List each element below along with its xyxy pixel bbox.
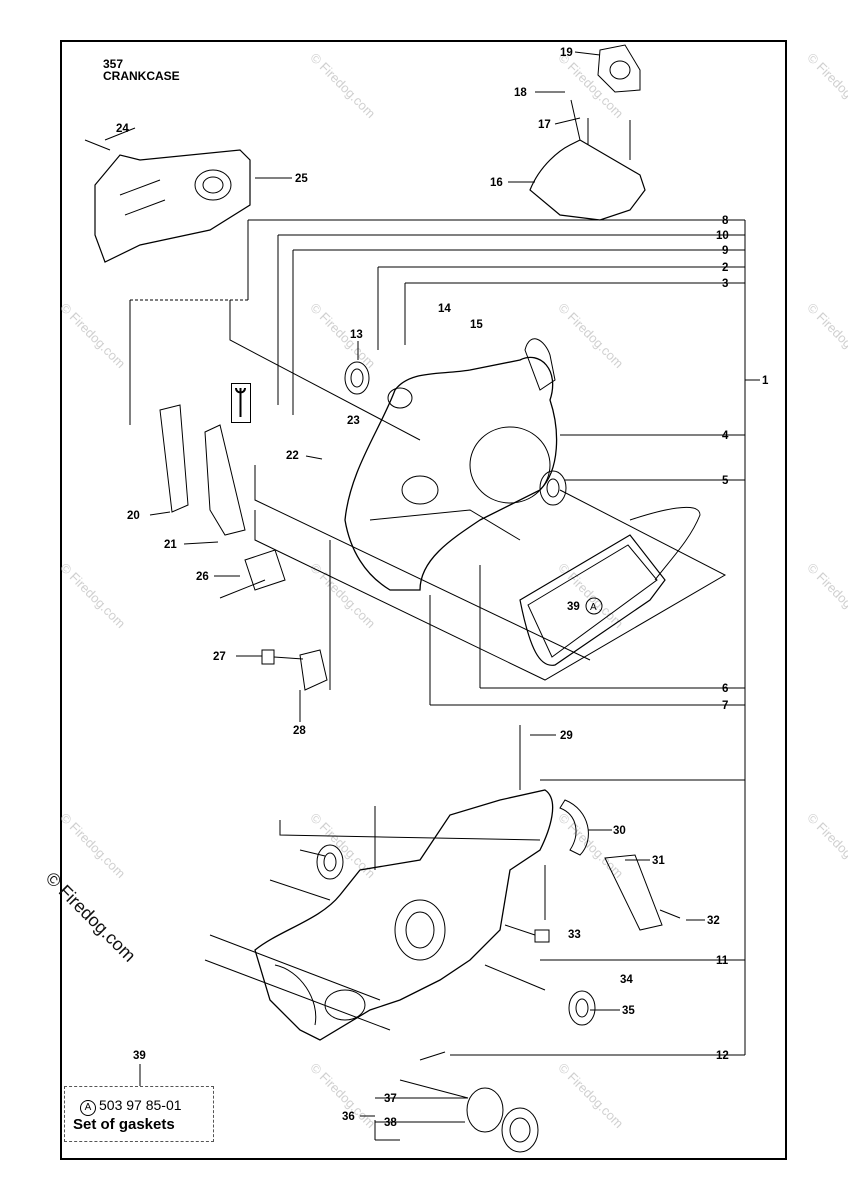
- kit-marker-circle: [585, 597, 603, 615]
- callout-1: 1: [762, 375, 769, 387]
- callout-13: 13: [350, 329, 363, 341]
- callout-36: 36: [342, 1111, 355, 1123]
- callout-3: 3: [722, 278, 728, 290]
- callout-5: 5: [722, 475, 729, 487]
- callout-31: 31: [652, 855, 665, 867]
- model-number: 357: [103, 57, 124, 71]
- kit-part-number: 503 97 85-01: [99, 1097, 182, 1113]
- callout-11: 11: [716, 955, 729, 967]
- callout-8: 8: [722, 215, 729, 227]
- callout-39: 39: [133, 1050, 146, 1062]
- callout-9: 9: [722, 245, 728, 257]
- callout-26: 26: [196, 571, 209, 583]
- callout-2: 2: [722, 262, 728, 274]
- callout-32: 32: [707, 915, 720, 927]
- section-title: CRANKCASE: [103, 69, 180, 83]
- kit-marker: A: [590, 602, 597, 613]
- callout-19: 19: [560, 47, 573, 59]
- callout-20: 20: [127, 510, 140, 522]
- callout-33: 33: [568, 929, 581, 941]
- callout-24: 24: [116, 123, 129, 135]
- callout-23: 23: [347, 415, 360, 427]
- callout-17: 17: [538, 119, 551, 131]
- callout-27: 27: [213, 651, 226, 663]
- drawing-frame: [60, 40, 787, 1160]
- callout-35: 35: [622, 1005, 635, 1017]
- callout-14: 14: [438, 303, 451, 315]
- callout-37: 37: [384, 1093, 397, 1105]
- callout-21: 21: [164, 539, 177, 551]
- callout-29: 29: [560, 730, 573, 742]
- callout-10: 10: [716, 230, 729, 242]
- callout-25: 25: [295, 173, 308, 185]
- callout-15: 15: [470, 319, 483, 331]
- callout-38: 38: [384, 1117, 397, 1129]
- wrench-icon: [231, 383, 251, 423]
- callout-12: 12: [716, 1050, 729, 1062]
- callout-22: 22: [286, 450, 299, 462]
- callout-7: 7: [722, 700, 728, 712]
- gasket-kit-box: [64, 1086, 214, 1142]
- callout-18: 18: [514, 87, 527, 99]
- callout-30: 30: [613, 825, 626, 837]
- callout-6: 6: [722, 683, 728, 695]
- callout-28: 28: [293, 725, 306, 737]
- callout-39-gasket: 39: [567, 601, 580, 613]
- callout-4: 4: [722, 430, 729, 442]
- kit-name: Set of gaskets: [73, 1116, 175, 1133]
- callout-34: 34: [620, 974, 633, 986]
- kit-marker-circle: A: [80, 1100, 96, 1116]
- callout-16: 16: [490, 177, 503, 189]
